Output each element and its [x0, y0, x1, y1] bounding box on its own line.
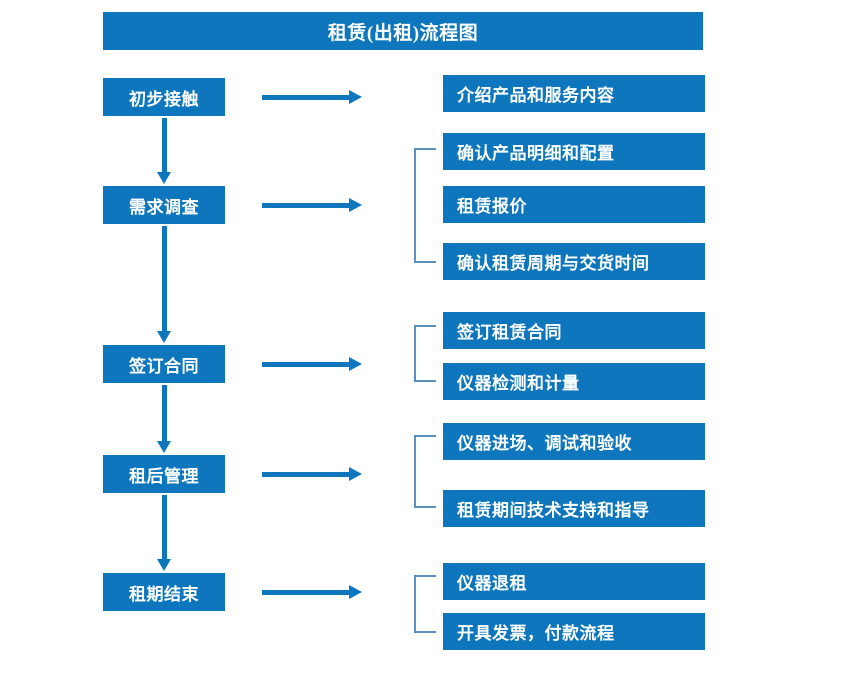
arrow-head-icon [157, 441, 171, 453]
arrow-head-icon [157, 559, 171, 571]
vertical-arrow-3 [157, 385, 171, 453]
arrow-shaft [262, 95, 350, 100]
bracket-group-2 [414, 148, 436, 263]
detail-box-2[interactable]: 确认产品明细和配置 [443, 133, 705, 170]
stage-box-4[interactable]: 租后管理 [103, 455, 225, 493]
vertical-arrow-2 [157, 226, 171, 343]
bracket-group-3 [414, 325, 436, 382]
arrow-head-icon [349, 90, 362, 104]
detail-box-8[interactable]: 租赁期间技术支持和指导 [443, 490, 705, 527]
arrow-head-icon [349, 198, 362, 212]
detail-box-1[interactable]: 介绍产品和服务内容 [443, 75, 705, 112]
arrow-shaft [262, 590, 350, 595]
detail-box-5[interactable]: 签订租赁合同 [443, 312, 705, 349]
arrow-shaft [162, 385, 167, 441]
arrow-head-icon [349, 357, 362, 371]
arrow-head-icon [349, 585, 362, 599]
horizontal-arrow-1 [262, 90, 362, 104]
stage-box-2[interactable]: 需求调查 [103, 186, 225, 224]
bracket-group-4 [414, 435, 436, 508]
stage-box-5[interactable]: 租期结束 [103, 573, 225, 611]
detail-box-7[interactable]: 仪器进场、调试和验收 [443, 423, 705, 460]
horizontal-arrow-3 [262, 357, 362, 371]
arrow-head-icon [349, 467, 362, 481]
horizontal-arrow-5 [262, 585, 362, 599]
arrow-shaft [262, 203, 350, 208]
detail-box-4[interactable]: 确认租赁周期与交货时间 [443, 243, 705, 280]
arrow-shaft [162, 226, 167, 331]
horizontal-arrow-4 [262, 467, 362, 481]
bracket-group-5 [414, 575, 436, 633]
arrow-head-icon [157, 331, 171, 343]
arrow-shaft [162, 118, 167, 172]
detail-box-9[interactable]: 仪器退租 [443, 563, 705, 600]
detail-box-6[interactable]: 仪器检测和计量 [443, 363, 705, 400]
arrow-shaft [262, 472, 350, 477]
vertical-arrow-4 [157, 495, 171, 571]
arrow-shaft [162, 495, 167, 559]
stage-box-1[interactable]: 初步接触 [103, 78, 225, 116]
arrow-head-icon [157, 172, 171, 184]
stage-box-3[interactable]: 签订合同 [103, 345, 225, 383]
arrow-shaft [262, 362, 350, 367]
horizontal-arrow-2 [262, 198, 362, 212]
detail-box-10[interactable]: 开具发票，付款流程 [443, 613, 705, 650]
page-title: 租赁(出租)流程图 [103, 12, 703, 50]
detail-box-3[interactable]: 租赁报价 [443, 186, 705, 223]
vertical-arrow-1 [157, 118, 171, 184]
